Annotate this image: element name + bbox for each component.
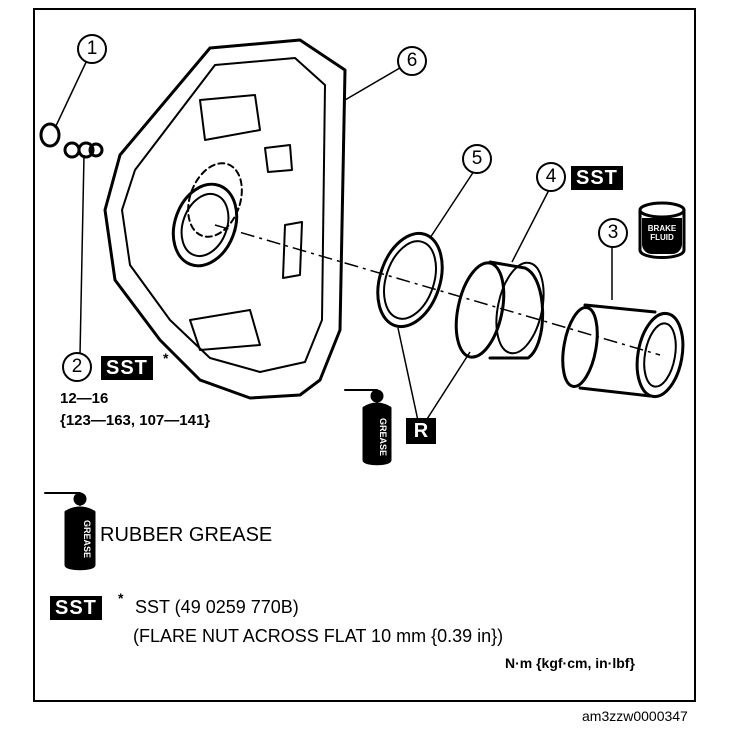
leader-4 [511, 187, 551, 263]
r-badge: R [406, 418, 436, 444]
brake-fluid-can-label: BRAKE FLUID [642, 218, 682, 254]
caliper-bore-inner [180, 193, 230, 257]
brake-fluid-can [638, 208, 686, 259]
grease-can-legend-label: GREASE [82, 520, 92, 558]
piston-body [578, 303, 657, 398]
brake-label-line1: BRAKE [647, 224, 677, 233]
leader-r-a [397, 327, 421, 431]
legend-sst-note: (FLARE NUT ACROSS FLAT 10 mm {0.39 in}) [133, 626, 504, 646]
legend-sst-badge: SST [50, 596, 102, 620]
leader-r-b [419, 351, 471, 431]
grease-can-mid-cap [370, 389, 384, 403]
piston-seal-outer [376, 231, 444, 329]
caliper-inner-outline [121, 57, 326, 373]
piston-face-inner [643, 322, 677, 388]
caliper-window-lower [189, 309, 261, 351]
caliper-bore [171, 182, 239, 268]
brake-label-line2: FLUID [650, 233, 674, 242]
legend-rubber-grease: RUBBER GREASE [100, 524, 273, 546]
callout-5: 5 [462, 144, 492, 174]
callout-2: 2 [62, 352, 92, 382]
caliper-window-upper [199, 94, 261, 141]
bleeder-cap [39, 122, 61, 148]
assembly-axis [214, 224, 661, 356]
grease-can-mid [362, 402, 392, 466]
callout-4: 4 [536, 162, 566, 192]
brake-fluid-can-top [638, 201, 686, 219]
caliper-slot [282, 221, 303, 279]
diagram-frame [33, 8, 696, 702]
legend-sst-star: * [118, 590, 124, 606]
legend-sst-desc: SST (49 0259 770B) [135, 597, 299, 617]
callout-6: 6 [397, 46, 427, 76]
bleeder-screw-a [63, 141, 81, 159]
callout-1: 1 [77, 34, 107, 64]
torque-alt: {123—163, 107—141} [60, 412, 211, 429]
caliper-bore-dashed [187, 162, 243, 238]
piston-seal-inner [383, 240, 437, 320]
footer-code: am3zzw0000347 [582, 708, 688, 724]
grease-can-legend [64, 506, 96, 571]
leader-2 [79, 154, 85, 356]
sst-badge-part4: SST [571, 166, 623, 190]
piston-face [635, 311, 685, 399]
caliper-boss [264, 144, 293, 173]
grease-can-legend-cap [73, 492, 87, 506]
bleeder-screw-c [88, 142, 104, 158]
leader-1 [54, 57, 89, 129]
legend-units: N·m {kgf·cm, in·lbf} [505, 655, 635, 671]
dust-boot-rear [495, 261, 545, 355]
caliper-body [103, 38, 347, 400]
leader-5 [429, 164, 479, 239]
torque-value: 12—16 [60, 390, 109, 407]
grease-can-mid-label: GREASE [378, 418, 388, 456]
sst-badge-part2: SST [101, 356, 153, 380]
callout-3: 3 [598, 218, 628, 248]
bleeder-screw-b [77, 141, 95, 159]
sst-star-part2: * [163, 350, 169, 366]
piston-back [561, 306, 599, 388]
